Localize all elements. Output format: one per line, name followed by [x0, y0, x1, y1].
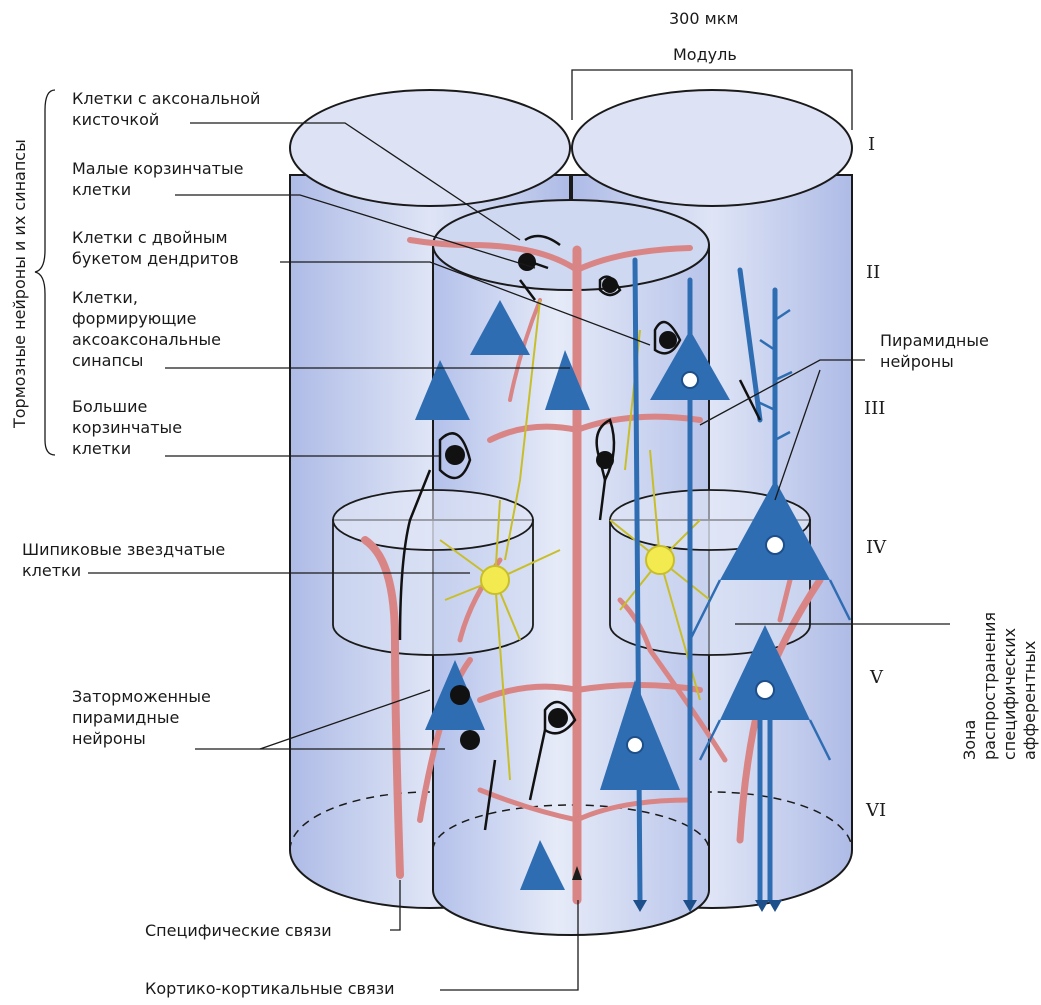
label-large-basket-cells: Большие корзинчатые клетки	[72, 397, 183, 458]
label-afferent-zone: Зона распространения специфических аффер…	[960, 611, 1041, 760]
inhibitory-group-label: Тормозные нейроны и их синапсы	[10, 139, 29, 428]
layer-label-6: VI	[866, 800, 887, 821]
pyramidal-neurons	[415, 257, 852, 912]
label-axoaxonic-cells: Клетки, формирующие аксоаксональные сина…	[72, 288, 221, 370]
layer-label-5: V	[870, 667, 883, 688]
inhibitory-brace	[34, 89, 56, 456]
label-cortico-cortical: Кортико-кортикальные связи	[145, 979, 395, 998]
label-small-basket-cells: Малые корзинчатые клетки	[72, 159, 244, 199]
layer-label-3: III	[864, 398, 886, 419]
label-spiny-stellate-cells: Шипиковые звездчатые клетки	[22, 540, 226, 580]
layer-label-1: I	[868, 134, 876, 155]
label-specific-connections: Специфические связи	[145, 921, 332, 940]
layer-label-4: IV	[866, 537, 887, 558]
label-inhibited-pyramidal: Заторможенные пирамидные нейроны	[72, 687, 211, 748]
afferent-zone-left	[332, 489, 534, 656]
leader-lines	[88, 69, 950, 991]
module-label: Модуль	[673, 45, 737, 64]
layer-label-2: II	[866, 262, 881, 283]
label-pyramidal-neurons: Пирамидные нейроны	[880, 331, 989, 371]
scale-size-label: 300 мкм	[669, 9, 739, 28]
label-chandelier-cells: Клетки с аксональной кисточкой	[72, 89, 261, 129]
label-double-bouquet-cells: Клетки с двойным букетом дендритов	[72, 228, 239, 268]
inhibitory-neurons	[398, 234, 762, 831]
